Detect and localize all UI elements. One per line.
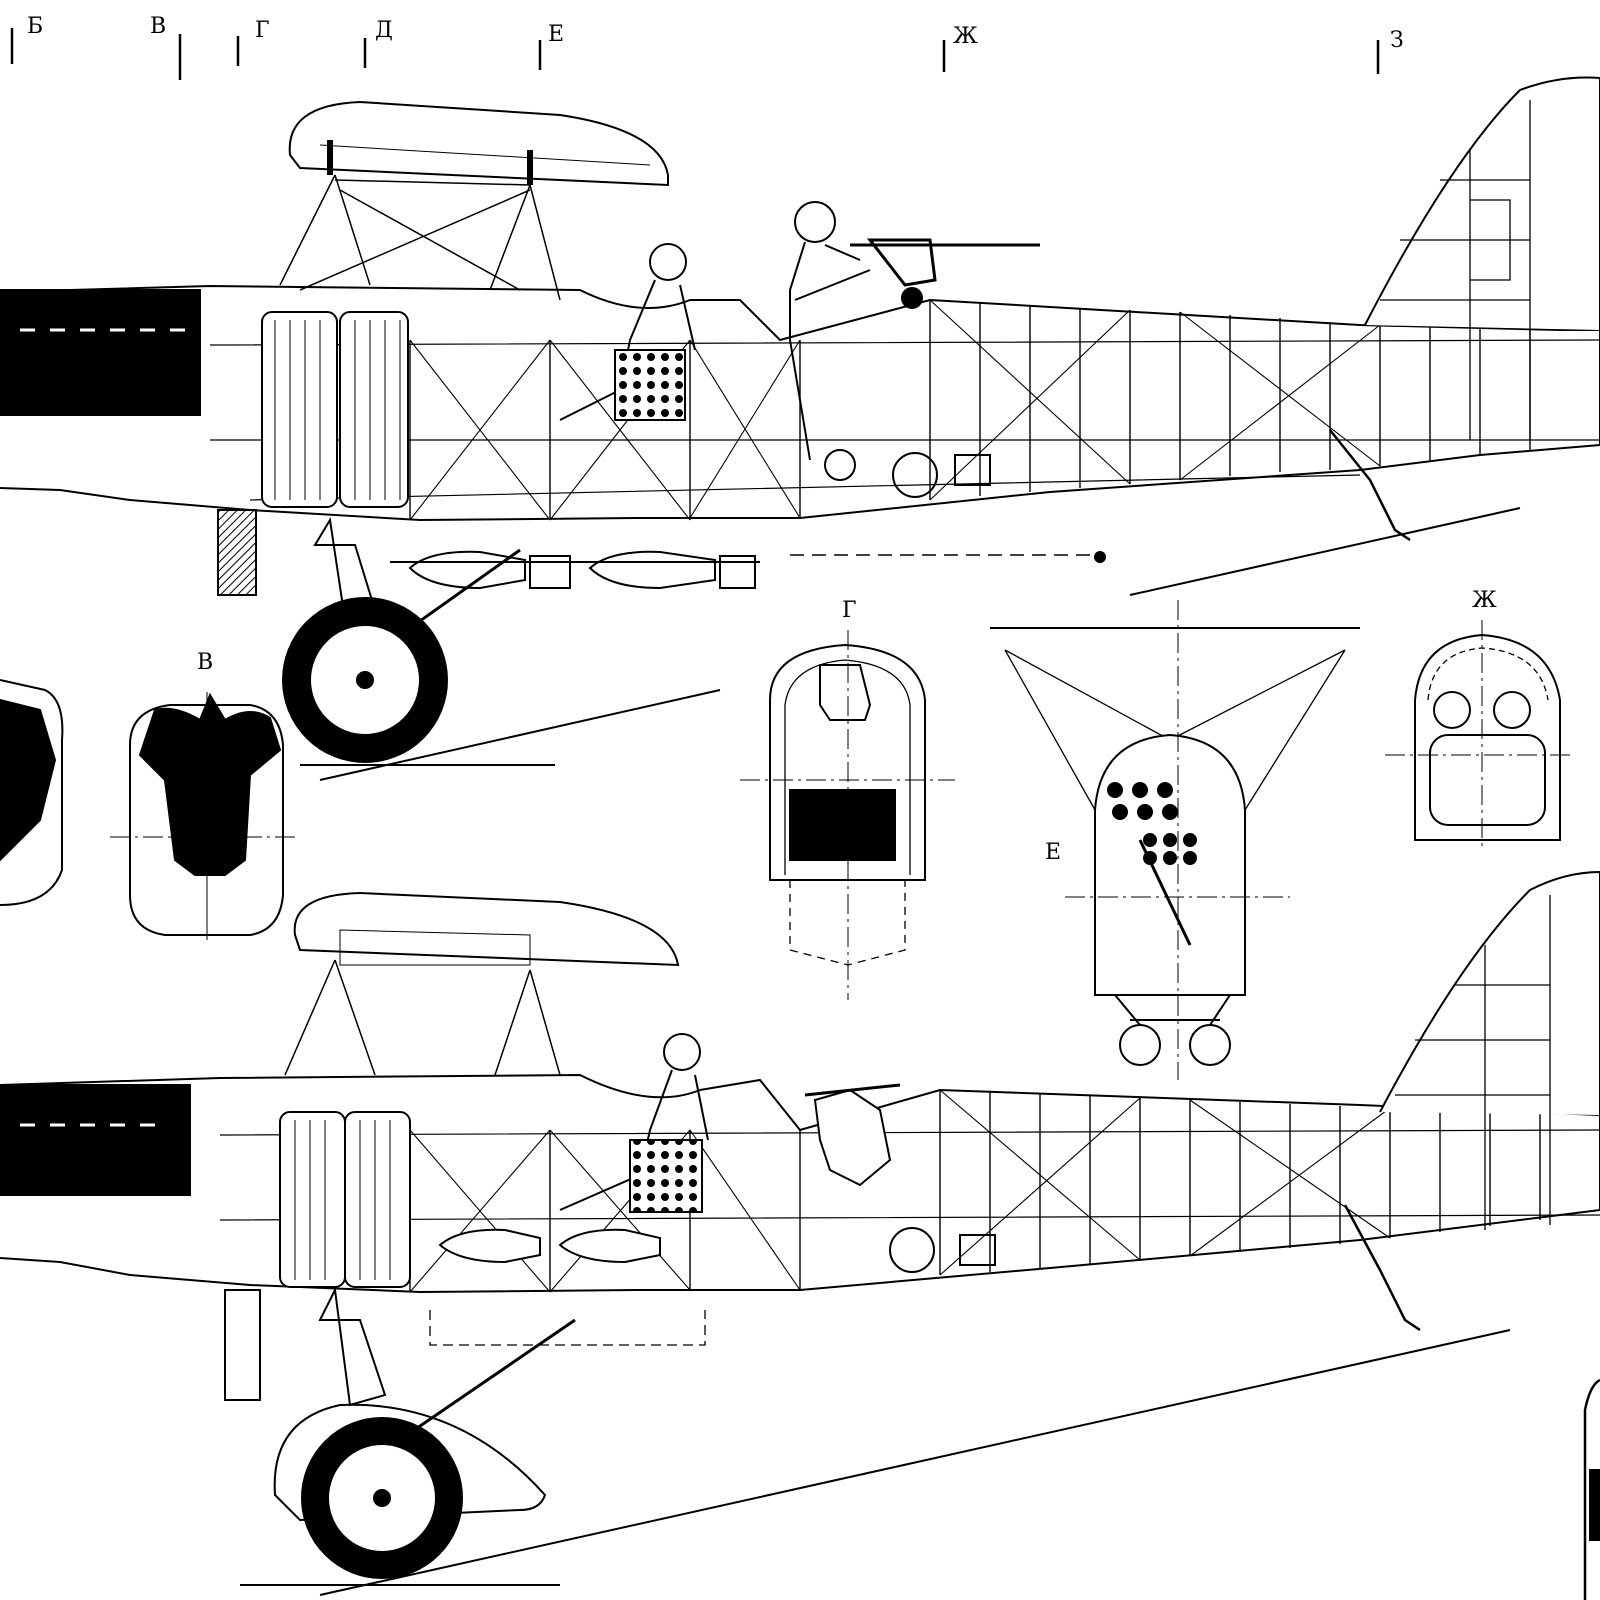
- upper-fuselage: [0, 284, 1600, 522]
- section-label-v: В: [197, 650, 214, 675]
- station-label-g: Г: [255, 18, 270, 43]
- section-label-zh: Ж: [1472, 588, 1497, 613]
- fuel-tank: [261, 311, 338, 508]
- engine-block: [0, 289, 201, 416]
- section-label-e: Е: [1045, 840, 1062, 865]
- section-zh-view: [1385, 620, 1575, 850]
- machine-gun: [850, 238, 1040, 287]
- gunner-figure: [789, 201, 1040, 461]
- station-label-zh: Ж: [953, 24, 978, 49]
- tail-fin: [1364, 76, 1600, 330]
- cabane-struts: [279, 174, 561, 301]
- bombs: [390, 550, 760, 590]
- station-label-z: З: [1390, 28, 1404, 53]
- section-v-views: [0, 679, 300, 940]
- lower-view-wing: [293, 891, 680, 967]
- station-label-b: Б: [27, 14, 44, 39]
- upper-aircraft-view: [0, 76, 1600, 781]
- section-label-g: Г: [842, 598, 857, 623]
- pilot-figure: [559, 243, 696, 421]
- upper-wing: [288, 100, 669, 187]
- station-label-v: В: [150, 14, 167, 39]
- section-e-view: [990, 600, 1360, 1080]
- lower-aircraft-view: [0, 870, 1600, 1600]
- section-v-engine: [138, 692, 282, 876]
- station-label-e: Е: [548, 22, 565, 47]
- station-label-d: Д: [375, 18, 393, 43]
- station-markers: [10, 28, 1380, 80]
- section-g-view: [740, 630, 955, 1000]
- radiator: [217, 509, 257, 596]
